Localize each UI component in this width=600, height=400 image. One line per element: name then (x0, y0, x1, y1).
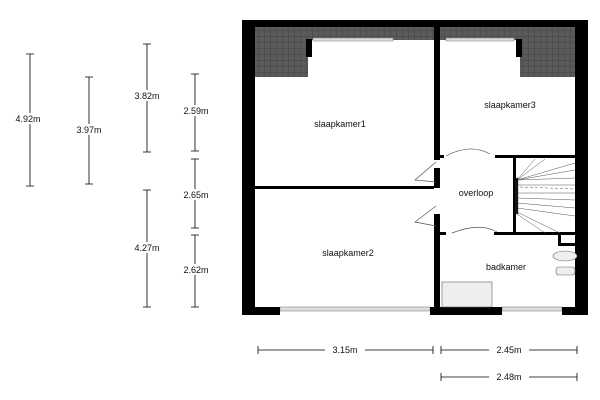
staircase (515, 158, 576, 234)
dimension-label: 2.62m (183, 265, 208, 275)
roof-tiles (255, 27, 575, 77)
dimension-label: 4.92m (15, 114, 40, 124)
dimension-label: 3.15m (332, 345, 357, 355)
room-label-slaapkamer3: slaapkamer3 (484, 100, 536, 110)
dimension-label: 3.82m (134, 91, 159, 101)
dimension-label: 2.59m (183, 106, 208, 116)
dimension-label: 2.45m (496, 345, 521, 355)
bathroom-fixtures (441, 250, 578, 308)
room-label-slaapkamer2: slaapkamer2 (322, 248, 374, 258)
walls (242, 20, 588, 315)
dimension-label: 2.48m (496, 372, 521, 382)
dimension-label: 4.27m (134, 243, 159, 253)
dimension-label: 3.97m (76, 125, 101, 135)
room-label-badkamer: badkamer (486, 262, 526, 272)
doors (414, 148, 498, 234)
room-label-slaapkamer1: slaapkamer1 (314, 119, 366, 129)
windows (279, 37, 563, 312)
dimension-label: 2.65m (183, 190, 208, 200)
room-label-overloop: overloop (459, 188, 494, 198)
dimension-lines (26, 43, 578, 381)
